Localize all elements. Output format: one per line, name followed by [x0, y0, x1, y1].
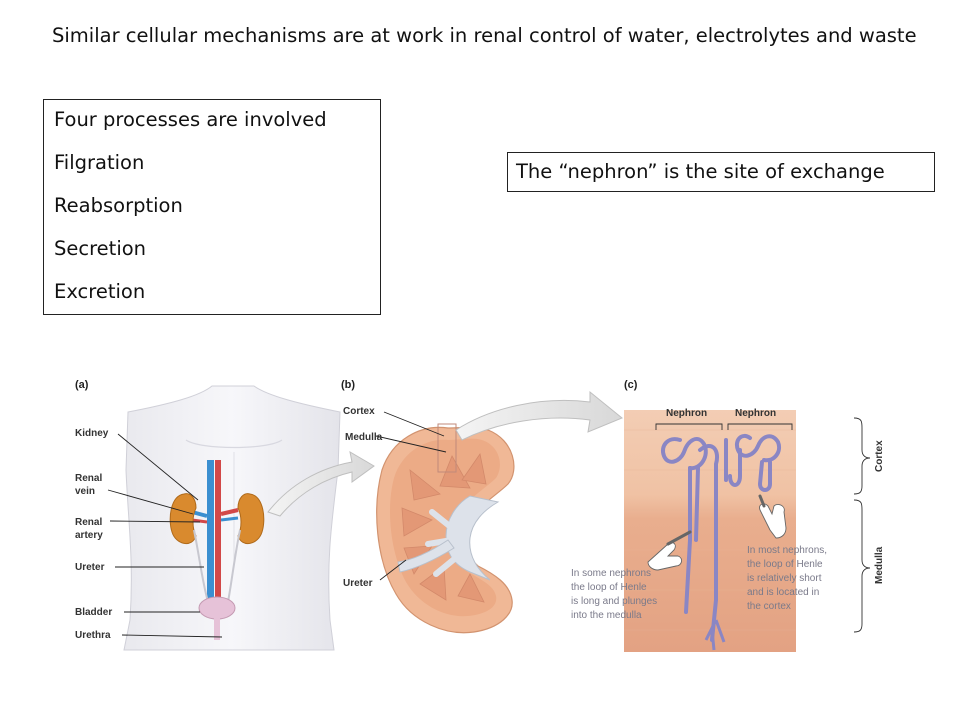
vena-cava [207, 460, 214, 610]
note-left-line-2: the loop of Henle [571, 582, 647, 593]
process-filtration: Filgration [54, 151, 145, 174]
note-left-line-1: In some nephrons [571, 568, 651, 579]
panel-c: (c) Nephron Nephron [571, 379, 885, 652]
long-loop-nephron [661, 436, 719, 642]
nephron-label-2: Nephron [735, 408, 776, 419]
pointing-hand-icon-left [647, 530, 692, 571]
slide-title: Similar cellular mechanisms are at work … [52, 24, 917, 47]
note-right-line-1: In most nephrons, [747, 545, 827, 556]
renal-vein-label-1: Renal [75, 473, 102, 484]
note-left-line-3: is long and plunges [571, 596, 657, 607]
urethra-label: Urethra [75, 630, 111, 641]
renal-vein-label-2: vein [75, 486, 95, 497]
note-short-loop: In most nephrons, the loop of Henle is r… [747, 545, 827, 612]
nephron-box-text: The “nephron” is the site of exchange [516, 160, 885, 183]
renal-artery-label-1: Renal [75, 517, 102, 528]
panel-a-label: (a) [75, 379, 89, 391]
medulla-zone-label: Medulla [874, 546, 885, 584]
note-right-line-4: and is located in [747, 587, 819, 598]
pointing-hand-icon-right [758, 494, 787, 539]
panel-a: (a) Kidney Renal vein Renal [75, 379, 341, 651]
ureter-label-a: Ureter [75, 562, 105, 573]
aorta [215, 460, 221, 610]
bladder-label: Bladder [75, 607, 112, 618]
arrow-b-to-c-icon [455, 390, 623, 441]
panel-c-label: (c) [624, 379, 638, 391]
panel-b-label: (b) [341, 379, 355, 391]
note-right-line-3: is relatively short [747, 573, 822, 584]
kidney-label: Kidney [75, 428, 109, 439]
tissue-section [624, 410, 796, 652]
note-long-loop: In some nephrons the loop of Henle is lo… [571, 568, 657, 621]
note-left-line-4: into the medulla [571, 610, 642, 621]
right-kidney [237, 493, 265, 544]
note-right-line-2: the loop of Henle [747, 559, 823, 570]
process-excretion: Excretion [54, 280, 146, 303]
nephron-box: The “nephron” is the site of exchange [507, 152, 935, 192]
renal-artery-label-2: artery [75, 530, 103, 541]
medulla-label-b: Medulla [345, 432, 383, 443]
panel-b: (b) Cortex Medulla Ureter [341, 379, 515, 634]
cortex-zone-label: Cortex [874, 440, 885, 472]
processes-box: Four processes are involved Filgration R… [43, 99, 381, 315]
note-right-line-5: the cortex [747, 601, 791, 612]
processes-heading: Four processes are involved [54, 108, 327, 131]
ureter-label-b: Ureter [343, 578, 373, 589]
collecting-duct [704, 619, 726, 651]
process-reabsorption: Reabsorption [54, 194, 183, 217]
short-loop-nephron [724, 433, 781, 492]
left-kidney [169, 493, 197, 544]
nephron-label-1: Nephron [666, 408, 707, 419]
bladder [198, 596, 236, 620]
process-secretion: Secretion [54, 237, 147, 260]
cortex-label-b: Cortex [343, 406, 375, 417]
arrow-a-to-b-icon [267, 451, 375, 517]
